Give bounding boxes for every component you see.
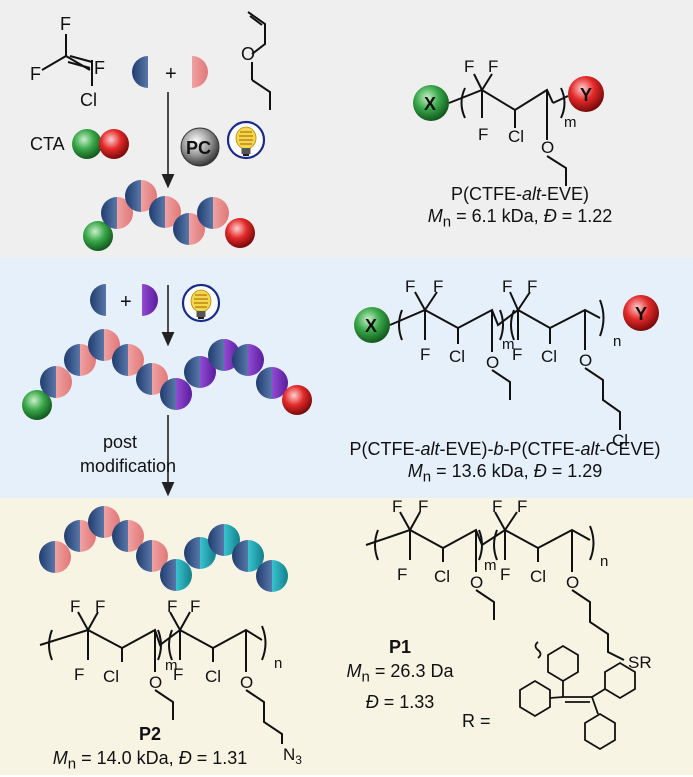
ctfe-monomer: F F F Cl (30, 14, 105, 110)
svg-text:O: O (579, 351, 592, 370)
svg-text:Y: Y (635, 304, 647, 324)
svg-text:Cl: Cl (205, 667, 221, 686)
atom-f: F (60, 14, 71, 34)
polymer-structure-2: X Y F F F Cl O m F F F Cl O n Cl (354, 277, 659, 450)
svg-text:Y: Y (580, 85, 592, 105)
polymer1-mn: Mn = 6.1 kDa, Đ = 1.22 (427, 206, 613, 231)
svg-text:PC: PC (186, 138, 211, 158)
svg-text:SR: SR (628, 653, 652, 672)
p2-mn: Mn = 14.0 kDa, Đ = 1.31 (52, 748, 248, 773)
chain-1 (83, 180, 255, 251)
svg-text:F: F (418, 497, 428, 516)
svg-text:F: F (433, 277, 443, 296)
atom-cl: Cl (80, 90, 97, 110)
svg-text:Cl: Cl (541, 347, 557, 366)
svg-text:F: F (392, 497, 402, 516)
svg-text:Cl: Cl (434, 567, 450, 586)
azide-label: N3 (283, 745, 302, 767)
chain-3 (39, 506, 288, 592)
svg-text:F: F (464, 57, 474, 76)
svg-text:Cl: Cl (612, 431, 628, 450)
p1-caption: P1 Mn = 26.3 Da Đ = 1.33 (330, 635, 470, 714)
light-bulb-icon (226, 120, 266, 160)
svg-text:O: O (149, 673, 162, 692)
eve-monomer: O (241, 11, 271, 110)
svg-text:F: F (500, 565, 510, 584)
p1-mn: Mn = 26.3 Da (346, 661, 454, 686)
svg-text:+: + (120, 291, 132, 313)
polymer1-name: P(CTFE-alt-EVE) (450, 184, 590, 204)
svg-text:Cl: Cl (530, 567, 546, 586)
p2-caption: P2 Mn = 14.0 kDa, Đ = 1.31 (20, 722, 280, 777)
svg-text:F: F (527, 277, 537, 296)
tetraphenylethylene-r-group (519, 641, 636, 751)
svg-text:Cl: Cl (449, 347, 465, 366)
svg-text:CTA: CTA (30, 134, 65, 154)
svg-text:F: F (512, 345, 522, 364)
svg-text:O: O (241, 44, 255, 64)
light-bulb-icon (181, 283, 221, 323)
svg-text:O: O (566, 573, 579, 592)
svg-text:m: m (165, 657, 178, 674)
svg-text:F: F (95, 597, 105, 616)
monomer-halves-2: + (90, 284, 158, 316)
post-modification-label: post modification (80, 432, 177, 476)
svg-text:n: n (274, 655, 282, 672)
svg-text:O: O (541, 138, 554, 157)
polymer2-name: P(CTFE-alt-EVE)-b-P(CTFE-alt-CEVE) (349, 439, 661, 459)
atom-f: F (30, 64, 41, 84)
polymer-structure-1: X Y F F F Cl O m (413, 57, 604, 186)
p1-dispersity: Đ = 1.33 (365, 691, 435, 712)
cta-reagent: CTA (30, 129, 129, 159)
svg-text:F: F (70, 597, 80, 616)
svg-text:F: F (405, 277, 415, 296)
svg-text:O: O (470, 573, 483, 592)
svg-text:F: F (74, 665, 84, 684)
polymer1-caption: P(CTFE-alt-EVE) Mn = 6.1 kDa, Đ = 1.22 (390, 183, 650, 234)
svg-text:F: F (397, 565, 407, 584)
svg-text:X: X (365, 316, 377, 336)
svg-text:n: n (600, 553, 608, 570)
svg-text:F: F (167, 597, 177, 616)
svg-text:m: m (502, 336, 515, 353)
atom-f: F (94, 58, 105, 78)
svg-text:F: F (173, 665, 183, 684)
svg-text:m: m (484, 557, 497, 574)
p2-structure: F F F Cl O m F F F Cl O n N3 (39, 597, 302, 767)
svg-text:F: F (420, 345, 430, 364)
panel-block-copolymer (0, 258, 693, 498)
svg-text:F: F (478, 125, 488, 144)
monomer-halves: + (132, 56, 208, 88)
svg-text:F: F (488, 57, 498, 76)
svg-text:Cl: Cl (508, 127, 524, 146)
svg-text:F: F (492, 497, 502, 516)
svg-text:F: F (517, 497, 527, 516)
svg-text:n: n (613, 333, 621, 350)
svg-text:X: X (424, 94, 436, 114)
chain-2 (22, 329, 312, 420)
svg-text:O: O (240, 673, 253, 692)
photocatalyst: PC (180, 127, 220, 167)
svg-text:+: + (165, 63, 177, 85)
p1-structure: F F F Cl O m F F F Cl O n SR (365, 497, 652, 672)
svg-text:F: F (190, 597, 200, 616)
svg-text:O: O (486, 353, 499, 372)
svg-text:m: m (564, 114, 577, 131)
svg-text:F: F (502, 277, 512, 296)
svg-text:Cl: Cl (103, 667, 119, 686)
polymer2-caption: P(CTFE-alt-EVE)-b-P(CTFE-alt-CEVE) Mn = … (325, 438, 685, 489)
r-group-label: R = (462, 711, 491, 731)
polymer2-mn: Mn = 13.6 kDa, Đ = 1.29 (407, 461, 603, 486)
